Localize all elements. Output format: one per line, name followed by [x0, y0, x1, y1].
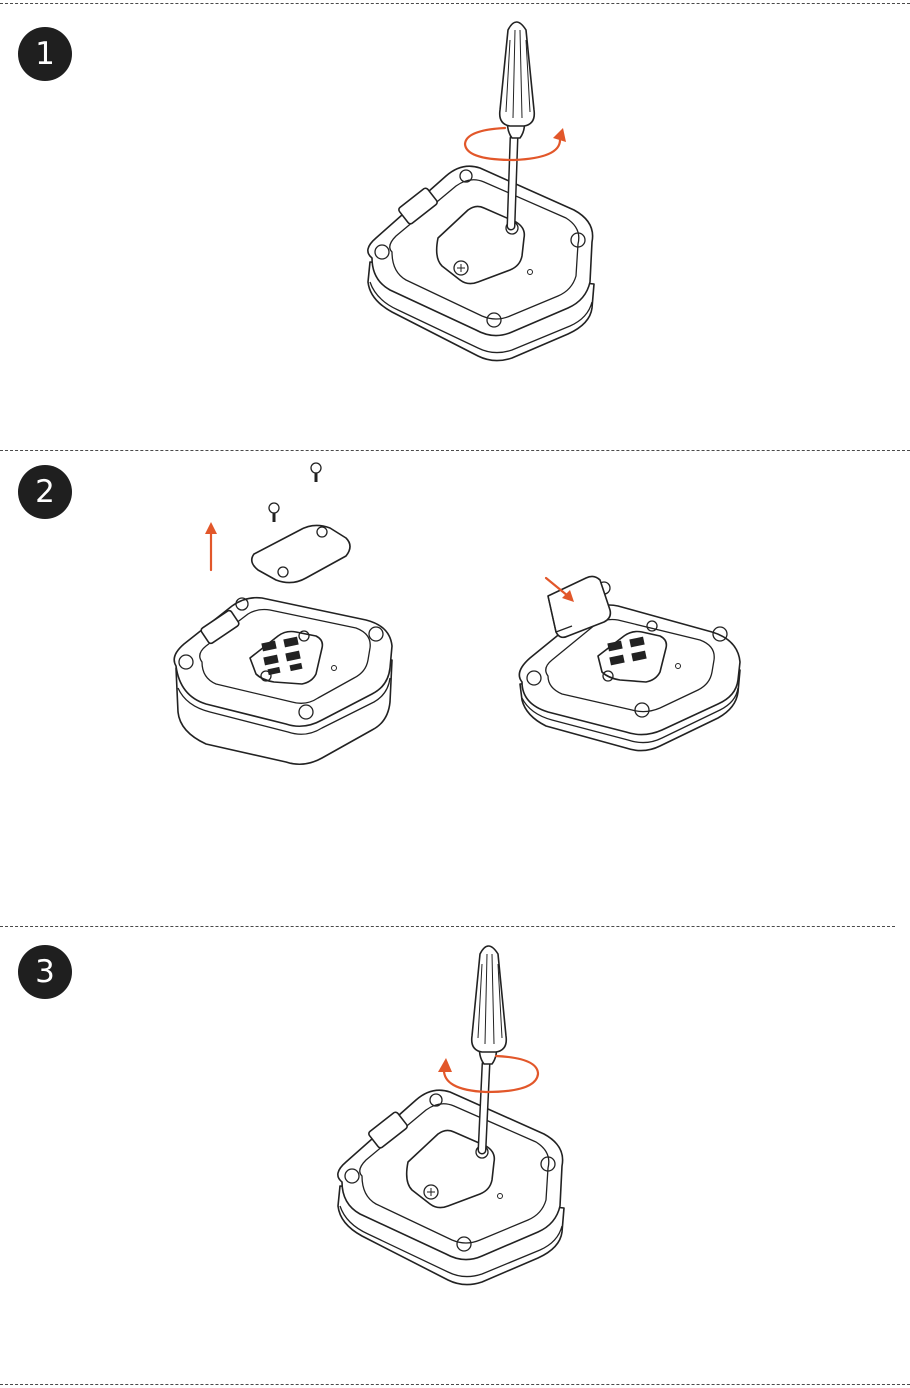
step-2-drawing: [0, 450, 910, 926]
step-1-drawing: [0, 0, 910, 450]
device-base-sim-insert: [519, 576, 740, 750]
sim-cover-plate: [252, 525, 350, 582]
step-1-illustration: [0, 0, 910, 450]
screw-icon: [311, 463, 321, 482]
step-3-drawing: [0, 926, 910, 1384]
step-3-illustration: [0, 926, 910, 1384]
device-base: [368, 166, 594, 360]
screw-icon: [269, 503, 279, 522]
lift-arrow-icon: [205, 522, 217, 570]
step-separator-bottom: [0, 1384, 910, 1385]
device-base: [338, 1090, 564, 1284]
step-2-illustration: [0, 450, 910, 926]
device-base-open: [174, 598, 392, 765]
